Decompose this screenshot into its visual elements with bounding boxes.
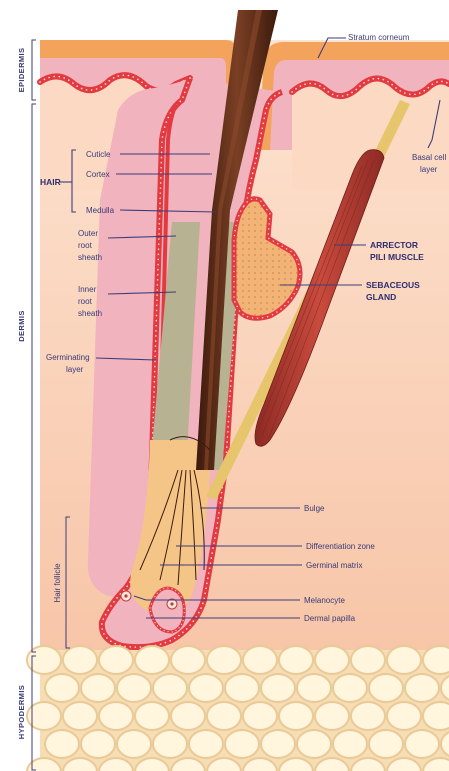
fat-cell: [279, 646, 313, 674]
label-outer-root-1: Outer: [78, 229, 98, 238]
label-basal-cell-line1: Basal cell: [412, 153, 446, 162]
label-medulla: Medulla: [86, 206, 115, 215]
dermal-papilla: [150, 588, 184, 632]
fat-cell: [351, 702, 385, 730]
fat-cell: [189, 674, 223, 702]
fat-cell: [351, 646, 385, 674]
label-hair-follicle: Hair follicle: [53, 563, 62, 603]
fat-cell: [99, 646, 133, 674]
label-arrector-2: PILI MUSCLE: [370, 252, 424, 262]
fat-cell: [63, 646, 97, 674]
fat-cell: [171, 702, 205, 730]
label-outer-root-3: sheath: [78, 253, 102, 262]
fat-cell: [117, 730, 151, 758]
label-hypodermis: HYPODERMIS: [17, 685, 26, 739]
fat-cell: [135, 702, 169, 730]
label-sebaceous-2: GLAND: [366, 292, 396, 302]
label-outer-root-2: root: [78, 241, 93, 250]
fat-cell: [243, 646, 277, 674]
fat-cell: [207, 702, 241, 730]
label-hair: HAIR: [40, 177, 61, 187]
label-inner-root-1: Inner: [78, 285, 97, 294]
label-stratum-corneum: Stratum corneum: [348, 33, 410, 42]
label-dermis: DERMIS: [17, 310, 26, 342]
fat-cell: [207, 646, 241, 674]
fat-cell: [279, 702, 313, 730]
fat-cell: [45, 730, 79, 758]
fat-cell: [63, 702, 97, 730]
fat-cell: [225, 730, 259, 758]
label-cuticle: Cuticle: [86, 150, 111, 159]
fat-cell: [423, 646, 449, 674]
label-differentiation-zone: Differentiation zone: [306, 542, 375, 551]
label-arrector-1: ARRECTOR: [370, 240, 418, 250]
fat-cell: [153, 730, 187, 758]
label-bulge: Bulge: [304, 504, 325, 513]
fat-cell: [99, 702, 133, 730]
fat-cell: [333, 730, 367, 758]
label-cortex: Cortex: [86, 170, 110, 179]
fat-cell: [315, 646, 349, 674]
label-melanocyte: Melanocyte: [304, 596, 345, 605]
label-basal-cell-line2: layer: [420, 165, 438, 174]
label-inner-root-2: root: [78, 297, 93, 306]
fat-cell: [387, 646, 421, 674]
fat-cell: [225, 674, 259, 702]
fat-cell: [261, 730, 295, 758]
fat-cell: [405, 674, 439, 702]
label-germinal-matrix: Germinal matrix: [306, 561, 362, 570]
fat-cell: [369, 730, 403, 758]
fat-cell: [45, 674, 79, 702]
fat-cell: [297, 730, 331, 758]
fat-cell: [261, 674, 295, 702]
fat-cell: [297, 674, 331, 702]
fat-cell: [333, 674, 367, 702]
label-germinating-2: layer: [66, 365, 84, 374]
label-epidermis: EPIDERMIS: [17, 48, 26, 93]
fat-cell: [369, 674, 403, 702]
fat-cell: [405, 730, 439, 758]
label-dermal-papilla: Dermal papilla: [304, 614, 356, 623]
label-germinating-1: Germinating: [46, 353, 90, 362]
fat-cell: [423, 702, 449, 730]
fat-cell: [315, 702, 349, 730]
melanocyte-nucleus-2: [170, 602, 173, 605]
fat-cell: [153, 674, 187, 702]
fat-cell: [171, 646, 205, 674]
melanocyte-nucleus: [124, 594, 127, 597]
fat-cell: [189, 730, 223, 758]
label-inner-root-3: sheath: [78, 309, 102, 318]
fat-cell: [81, 674, 115, 702]
fat-cell: [117, 674, 151, 702]
fat-cell: [135, 646, 169, 674]
fat-cell: [387, 702, 421, 730]
fat-cell: [81, 730, 115, 758]
label-sebaceous-1: SEBACEOUS: [366, 280, 420, 290]
fat-cell: [243, 702, 277, 730]
